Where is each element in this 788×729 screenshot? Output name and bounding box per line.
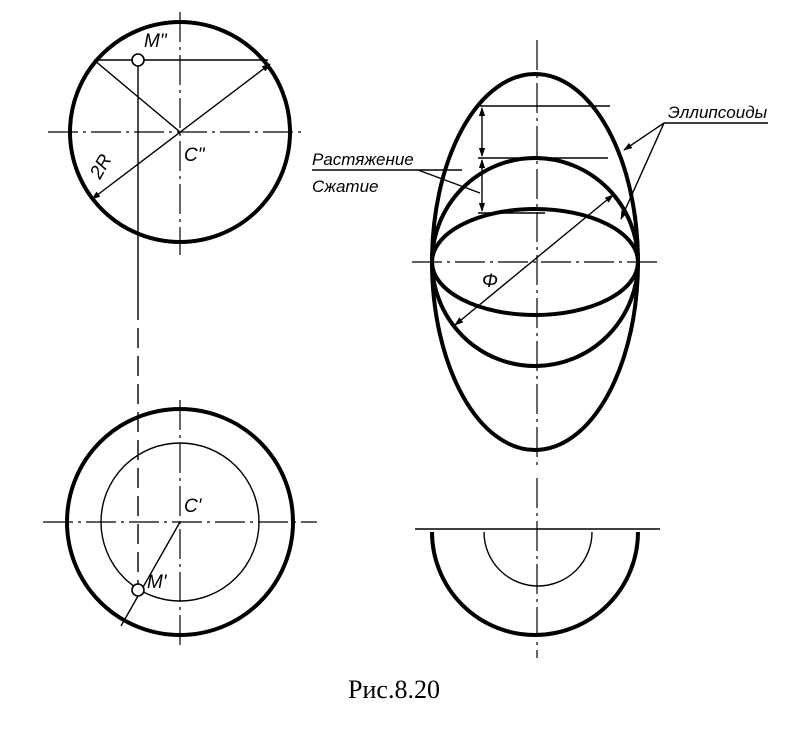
label-c-top: C'	[184, 496, 203, 517]
label-compress: Сжатие	[312, 177, 379, 196]
ellipsoids-front-view: Φ Растяжение Сжатие Эллипсоиды	[312, 40, 768, 468]
phi-diameter-arrow	[454, 194, 614, 326]
ellipsoids-top-view	[415, 478, 660, 658]
arrow-ellipsoid-oblate	[620, 122, 665, 220]
label-m-top: M'	[147, 572, 168, 593]
point-m-front	[131, 53, 145, 67]
sphere-top-view: C' M'	[43, 400, 317, 648]
outer-half-circle	[430, 531, 640, 637]
label-phi: Φ	[482, 271, 498, 292]
figure-caption: Рис.8.20	[348, 675, 440, 704]
sphere-front-view: M" C" 2R	[48, 12, 305, 590]
label-2r: 2R	[86, 151, 117, 184]
label-m-front: M"	[144, 31, 168, 52]
inner-half-circle	[483, 531, 593, 587]
chord-diagonal	[93, 59, 181, 133]
point-m-top	[131, 583, 145, 597]
leader-compress	[417, 169, 481, 194]
label-c-front: C"	[184, 145, 206, 166]
label-stretch: Растяжение	[312, 150, 414, 169]
diameter-2r-arrow	[91, 63, 271, 200]
arrow-ellipsoid-prolate	[623, 122, 665, 151]
label-ellipsoids: Эллипсоиды	[668, 103, 768, 122]
radius-to-m-top	[120, 521, 181, 627]
